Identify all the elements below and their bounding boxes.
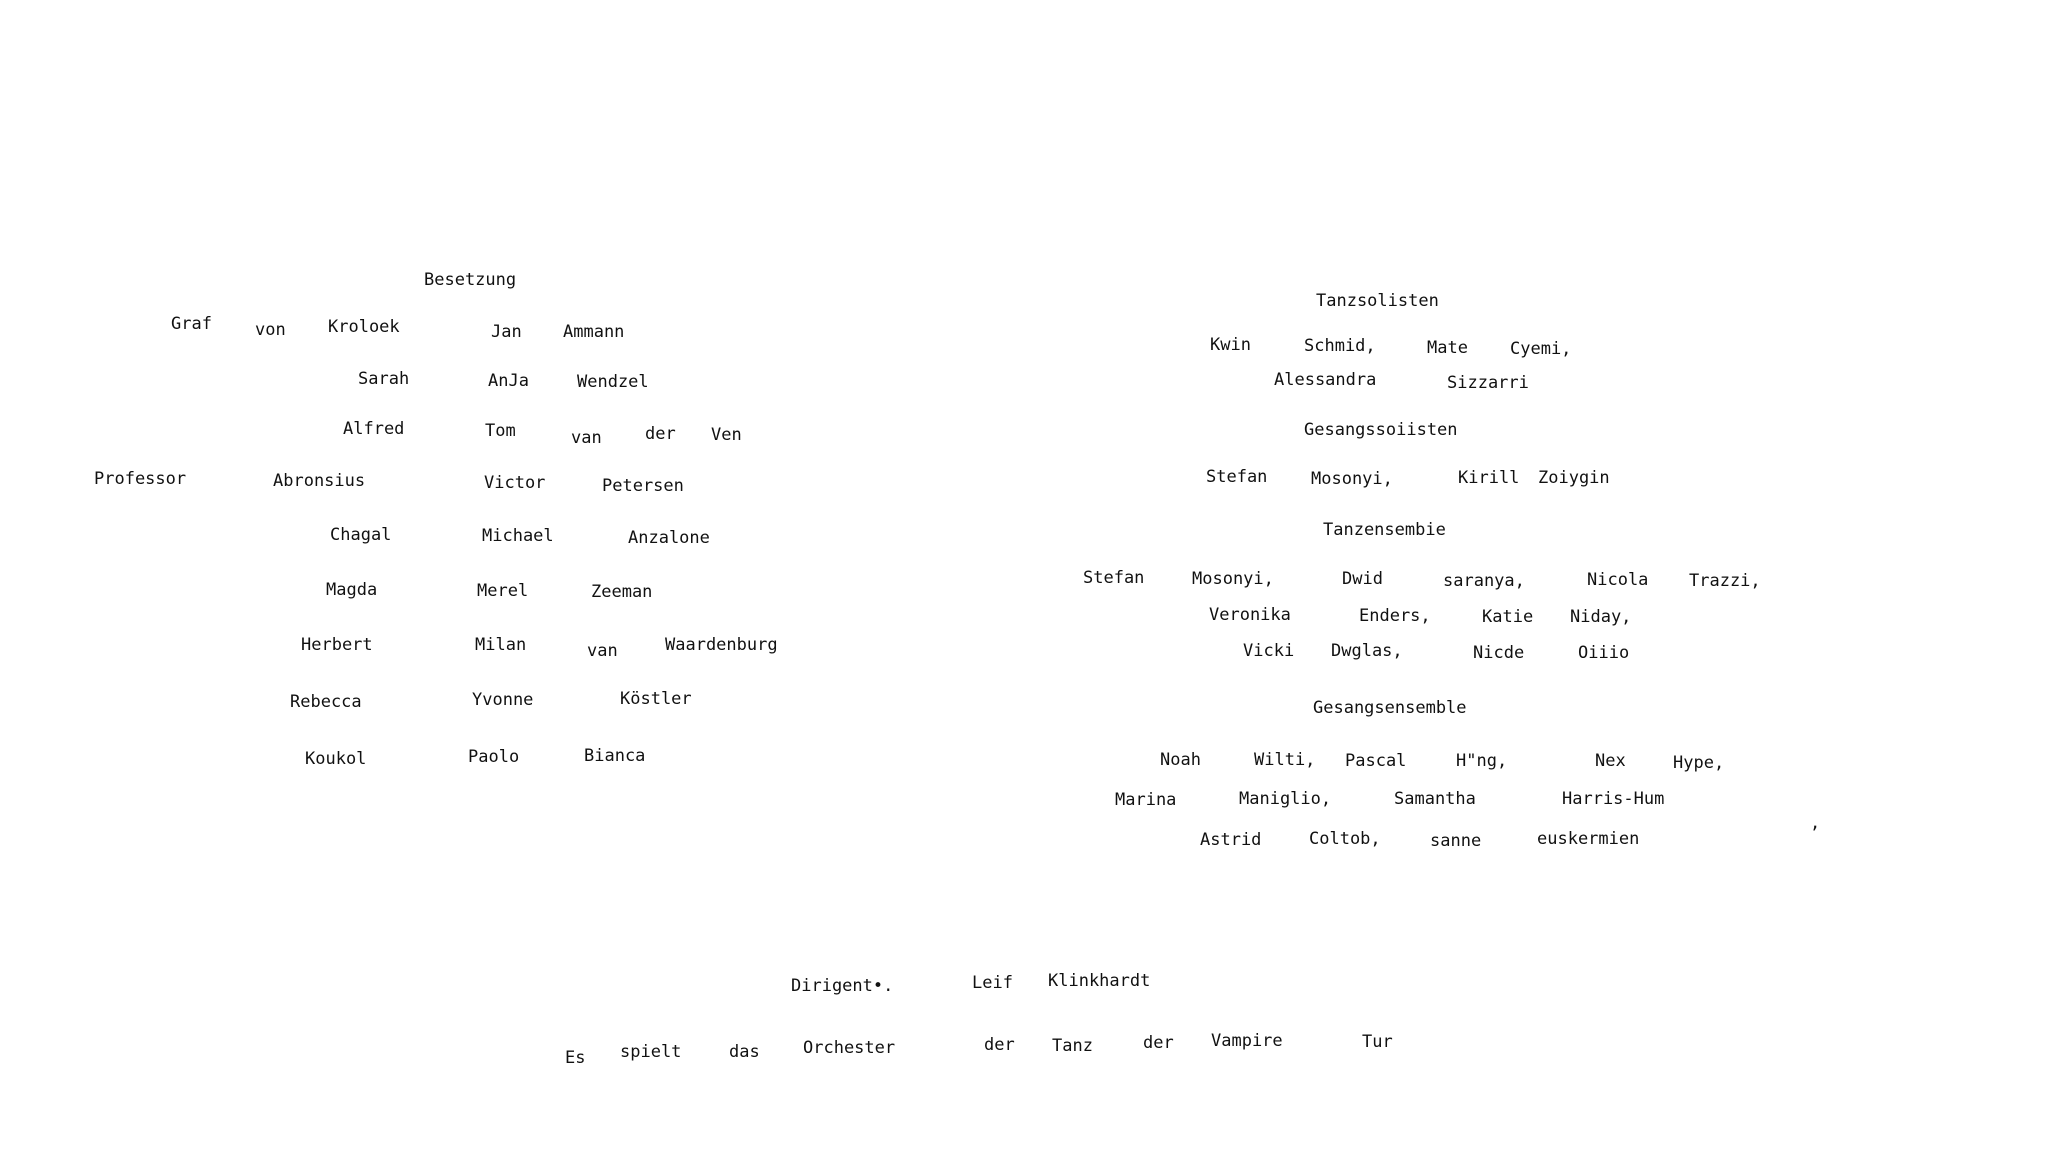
member-word: Kirill bbox=[1458, 468, 1520, 488]
actor-word: van bbox=[571, 428, 602, 448]
member-word: Katie bbox=[1482, 607, 1534, 627]
member-word: Dwglas, bbox=[1331, 641, 1403, 661]
footer-word: der bbox=[984, 1035, 1015, 1055]
member-word: Mate bbox=[1427, 338, 1468, 358]
footer-word: spielt bbox=[620, 1042, 682, 1062]
member-word: Pascal bbox=[1345, 751, 1407, 771]
footer-word: Orchester bbox=[803, 1038, 896, 1058]
actor-word: van bbox=[587, 641, 618, 661]
actor-word: Merel bbox=[477, 581, 529, 601]
footer-word: Vampire bbox=[1211, 1031, 1283, 1051]
footer-word: Tur bbox=[1362, 1032, 1393, 1052]
member-word: Veronika bbox=[1209, 605, 1291, 625]
member-word: Enders, bbox=[1359, 606, 1431, 626]
member-word: Mosonyi, bbox=[1311, 469, 1393, 489]
actor-word: Zeeman bbox=[591, 582, 653, 602]
actor-word: Wendzel bbox=[577, 372, 649, 392]
actor-word: Michael bbox=[482, 526, 554, 546]
role-word: Chagal bbox=[330, 525, 392, 545]
stray-comma-mark: , bbox=[1810, 813, 1821, 833]
actor-word: Ven bbox=[711, 425, 742, 445]
actor-word: Anzalone bbox=[628, 528, 710, 548]
member-word: Maniglio, bbox=[1239, 789, 1332, 809]
member-word: Vicki bbox=[1243, 641, 1295, 661]
member-word: Nicola bbox=[1587, 570, 1649, 590]
member-word: Stefan bbox=[1083, 568, 1145, 588]
footer-word: Tanz bbox=[1052, 1036, 1093, 1056]
actor-word: Petersen bbox=[602, 476, 684, 496]
role-word: Kroloek bbox=[328, 317, 400, 337]
member-word: sanne bbox=[1430, 831, 1482, 851]
member-word: Zoiygin bbox=[1538, 468, 1610, 488]
member-word: Marina bbox=[1115, 790, 1177, 810]
role-word: Sarah bbox=[358, 369, 410, 389]
actor-word: der bbox=[645, 424, 676, 444]
role-word: Magda bbox=[326, 580, 378, 600]
footer-word: Dirigent•. bbox=[791, 976, 894, 996]
member-word: Samantha bbox=[1394, 789, 1476, 809]
actor-word: Waardenburg bbox=[665, 635, 778, 655]
section-heading: Gesangsensemble bbox=[1313, 698, 1467, 718]
member-word: Oiiio bbox=[1578, 643, 1630, 663]
member-word: Noah bbox=[1160, 750, 1201, 770]
footer-word: Es bbox=[565, 1048, 586, 1068]
member-word: Cyemi, bbox=[1510, 339, 1572, 359]
member-word: Kwin bbox=[1210, 335, 1251, 355]
actor-word: Paolo bbox=[468, 747, 520, 767]
member-word: Stefan bbox=[1206, 467, 1268, 487]
member-word: H"ng, bbox=[1456, 751, 1508, 771]
actor-word: Milan bbox=[475, 635, 527, 655]
actor-word: AnJa bbox=[488, 371, 529, 391]
role-word: Graf bbox=[171, 314, 212, 334]
footer-word: der bbox=[1143, 1033, 1174, 1053]
actor-word: Yvonne bbox=[472, 690, 534, 710]
member-word: euskermien bbox=[1537, 829, 1640, 849]
member-word: Nicde bbox=[1473, 643, 1525, 663]
footer-word: Leif bbox=[972, 973, 1013, 993]
role-word: Rebecca bbox=[290, 692, 362, 712]
member-word: Niday, bbox=[1570, 607, 1632, 627]
member-word: Alessandra bbox=[1274, 370, 1377, 390]
role-word: Abronsius bbox=[273, 471, 366, 491]
member-word: Astrid bbox=[1200, 830, 1262, 850]
role-word: Herbert bbox=[301, 635, 373, 655]
actor-word: Ammann bbox=[563, 322, 625, 342]
member-word: Hype, bbox=[1673, 753, 1725, 773]
footer-word: Klinkhardt bbox=[1048, 971, 1151, 991]
footer-word: das bbox=[729, 1042, 760, 1062]
actor-word: Köstler bbox=[620, 689, 692, 709]
member-word: Mosonyi, bbox=[1192, 569, 1274, 589]
actor-word: Victor bbox=[484, 473, 546, 493]
member-word: Dwid bbox=[1342, 569, 1383, 589]
role-word: Koukol bbox=[305, 749, 367, 769]
member-word: Wilti, bbox=[1254, 750, 1316, 770]
actor-word: Tom bbox=[485, 421, 516, 441]
section-heading: Tanzensembie bbox=[1323, 520, 1446, 540]
actor-word: Jan bbox=[491, 322, 522, 342]
role-word: Alfred bbox=[343, 419, 405, 439]
cast-heading: Besetzung bbox=[424, 270, 517, 290]
section-heading: Gesangssoiisten bbox=[1304, 420, 1458, 440]
section-heading: Tanzsolisten bbox=[1316, 291, 1439, 311]
member-word: Schmid, bbox=[1304, 336, 1376, 356]
member-word: Sizzarri bbox=[1447, 373, 1529, 393]
member-word: Trazzi, bbox=[1689, 571, 1761, 591]
member-word: Coltob, bbox=[1309, 829, 1381, 849]
member-word: saranya, bbox=[1443, 571, 1525, 591]
member-word: Nex bbox=[1595, 751, 1626, 771]
actor-word: Bianca bbox=[584, 746, 646, 766]
role-word: von bbox=[255, 320, 286, 340]
member-word: Harris-Hum bbox=[1562, 789, 1665, 809]
role-word: Professor bbox=[94, 469, 187, 489]
